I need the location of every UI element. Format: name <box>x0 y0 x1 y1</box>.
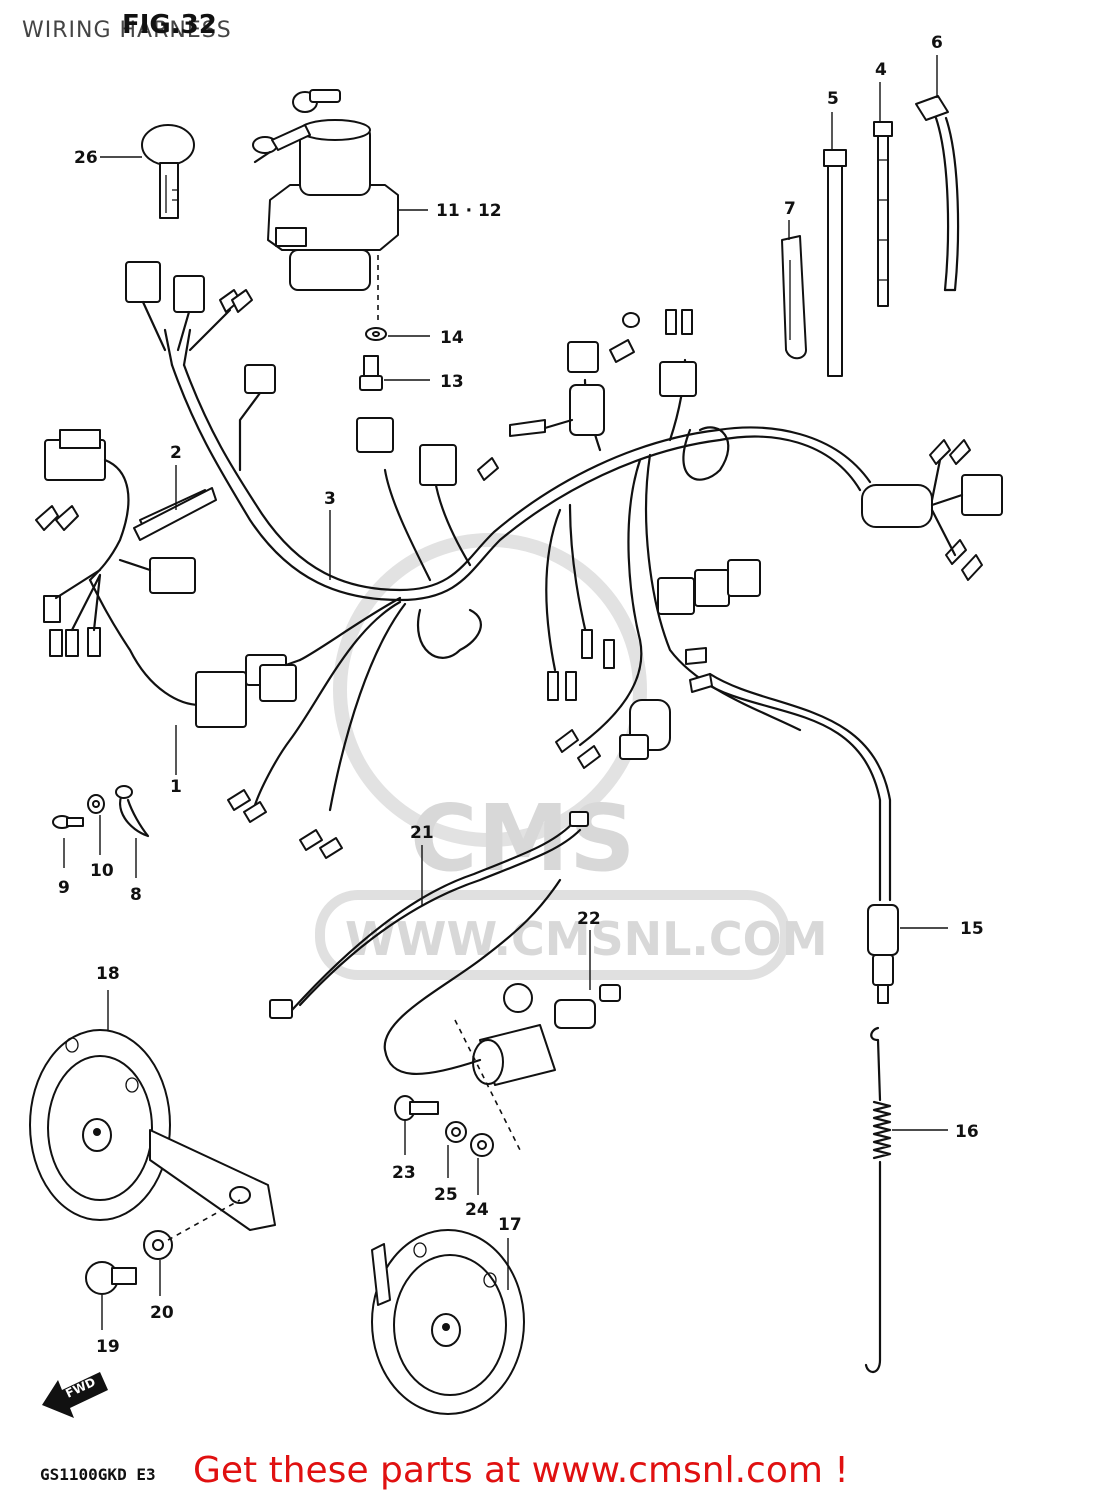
sensor-22 <box>383 878 621 1151</box>
band-6 <box>915 95 960 292</box>
connector-cluster-1 <box>195 654 302 728</box>
clamp-2 <box>133 487 217 541</box>
key-part-26 <box>141 124 195 219</box>
screw-9 <box>52 815 84 829</box>
clamp-7 <box>781 235 807 360</box>
callout-1: 1 <box>170 777 182 797</box>
page-title: WIRING HARNESS <box>22 18 232 43</box>
callout-10: 10 <box>90 861 114 881</box>
horn-17 <box>371 1229 525 1415</box>
callout-11-12: 11 · 12 <box>436 201 502 221</box>
connector-cluster-mid-right <box>547 559 761 769</box>
callouts: 26 11 · 12 14 13 2 3 1 5 4 6 7 9 10 8 21… <box>58 33 984 1357</box>
lead-wire-21 <box>269 811 589 1019</box>
callout-20: 20 <box>150 1303 174 1323</box>
figure-label: FIG.32 <box>122 10 217 40</box>
callout-21: 21 <box>410 823 434 843</box>
callout-26: 26 <box>74 148 98 168</box>
callout-25: 25 <box>434 1185 458 1205</box>
callout-15: 15 <box>960 919 984 939</box>
screw-13 <box>359 355 383 391</box>
washer-20 <box>143 1199 241 1260</box>
callout-19: 19 <box>96 1337 120 1357</box>
leader-lines <box>63 55 948 1330</box>
callout-7: 7 <box>784 199 796 219</box>
ignition-switch-11-12 <box>252 89 399 320</box>
washer-14 <box>365 327 387 341</box>
connector-cluster-right <box>861 439 1003 581</box>
callout-8: 8 <box>130 885 142 905</box>
callout-9: 9 <box>58 878 70 898</box>
callout-23: 23 <box>392 1163 416 1183</box>
callout-6: 6 <box>931 33 943 53</box>
callout-16: 16 <box>955 1122 979 1142</box>
watermark-logo: CMS <box>410 785 635 892</box>
washer-25 <box>445 1121 467 1143</box>
washer-10 <box>87 794 105 814</box>
spring-16 <box>864 1026 892 1373</box>
watermark-url: WWW.CMSNL.COM <box>345 912 828 966</box>
watermark: CMS WWW.CMSNL.COM <box>315 533 828 980</box>
callout-24: 24 <box>465 1200 489 1220</box>
connector-cluster-left <box>35 429 211 707</box>
callout-3: 3 <box>324 489 336 509</box>
callout-5: 5 <box>827 89 839 109</box>
model-code: GS1100GKD E3 <box>40 1465 156 1484</box>
horn-18 <box>29 1029 276 1231</box>
washer-24 <box>470 1133 494 1157</box>
terminals-lower-left <box>227 789 343 859</box>
connector-cluster-top-center <box>509 309 697 437</box>
bolt-23 <box>394 1095 439 1121</box>
connector-cluster-top-left <box>125 261 253 352</box>
promo-link[interactable]: Get these parts at www.cmsnl.com ! <box>193 1450 849 1491</box>
callout-18: 18 <box>96 964 120 984</box>
callout-4: 4 <box>875 60 887 80</box>
fwd-arrow: FWD <box>42 1372 108 1418</box>
band-4 <box>873 121 893 307</box>
connector-cluster-center <box>238 364 499 486</box>
callout-22: 22 <box>577 909 601 929</box>
callout-17: 17 <box>498 1215 522 1235</box>
clamp-5 <box>823 149 847 377</box>
callout-2: 2 <box>170 443 182 463</box>
brake-switch-15 <box>867 904 899 1004</box>
clamp-8 <box>115 785 150 838</box>
callout-14: 14 <box>440 328 464 348</box>
callout-13: 13 <box>440 372 464 392</box>
bolt-19 <box>85 1261 137 1295</box>
